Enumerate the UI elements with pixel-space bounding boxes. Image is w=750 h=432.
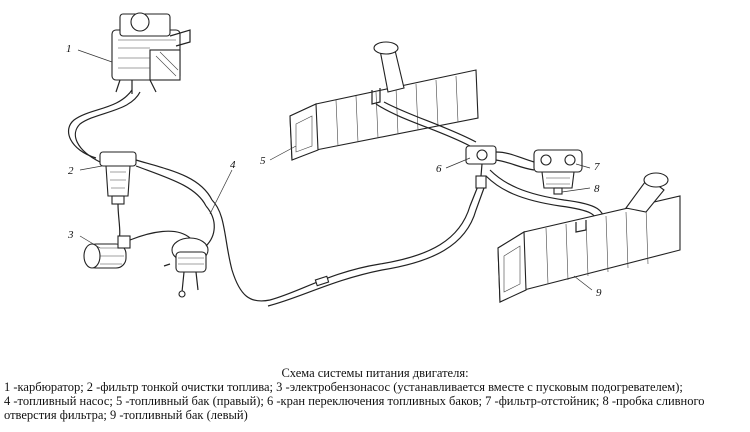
carburetor	[111, 12, 191, 94]
caption-title: Схема системы питания двигателя:	[281, 366, 469, 380]
caption-line: 1 -карбюратор; 2 -фильтр тонкой очистки …	[4, 380, 683, 394]
fuel-line-carb-filter	[67, 89, 133, 159]
fuel-system-diagram: 1 2 3 4 5 6 7 8 9	[66, 12, 681, 307]
callout-1: 1	[66, 43, 72, 55]
drain-plug	[553, 187, 563, 195]
tank-switching-tap	[465, 145, 497, 189]
fine-fuel-filter	[99, 151, 137, 205]
diagram-caption: Схема системы питания двигателя: 1 -карб…	[4, 366, 746, 422]
caption-line: 4 -топливный насос; 5 -топливный бак (пр…	[4, 394, 705, 408]
main-fuel-line	[269, 185, 479, 301]
callout-9: 9	[596, 287, 602, 299]
callout-4: 4	[230, 159, 236, 171]
callout-8: 8	[594, 183, 600, 195]
callout-7: 7	[594, 161, 600, 173]
callout-2: 2	[68, 165, 74, 177]
callout-3: 3	[67, 229, 74, 241]
mechanical-fuel-pump	[163, 237, 209, 298]
sediment-filter	[533, 149, 583, 195]
caption-legend: 1 -карбюратор; 2 -фильтр тонкой очистки …	[4, 380, 746, 422]
right-fuel-tank	[289, 41, 479, 161]
caption-line: отверстия фильтра; 9 -топливный бак (лев…	[4, 408, 248, 422]
left-fuel-tank	[497, 172, 681, 303]
callout-5: 5	[260, 155, 266, 167]
callout-6: 6	[436, 163, 442, 175]
electric-fuel-pump	[83, 235, 131, 269]
